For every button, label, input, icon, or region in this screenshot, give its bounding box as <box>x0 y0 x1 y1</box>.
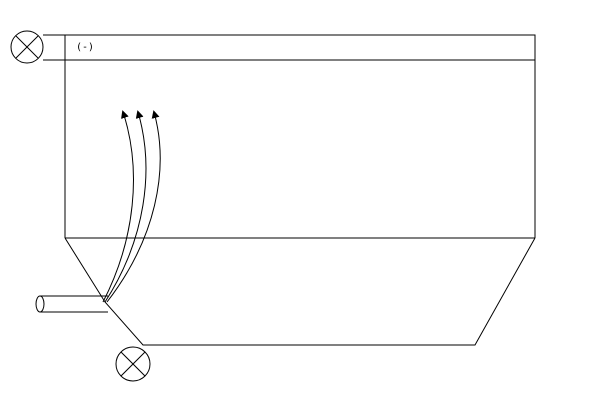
flow-arrow-1 <box>102 110 134 303</box>
valve-icon <box>10 30 44 64</box>
vessel <box>64 34 536 346</box>
top-valve <box>10 30 65 64</box>
flow-arrow-2 <box>104 110 147 303</box>
vessel-hopper <box>64 237 536 346</box>
flow-arrows <box>102 110 161 303</box>
header-label: (-) <box>76 42 94 53</box>
bottom-valve <box>115 346 151 382</box>
flow-arrow-3 <box>106 110 161 303</box>
pipe-icon <box>35 295 108 313</box>
inlet-pipe <box>35 295 108 313</box>
vessel-header-strip <box>64 34 536 61</box>
valve-icon <box>115 346 151 382</box>
